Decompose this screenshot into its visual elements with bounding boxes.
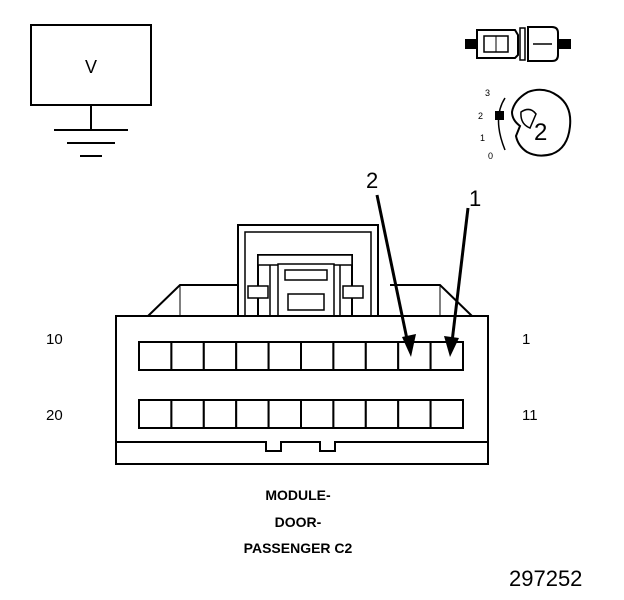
connector-cavity-5 bbox=[300, 341, 335, 371]
callout-label-1: 1 bbox=[469, 186, 481, 211]
connector-cavity-4 bbox=[332, 341, 367, 371]
connector-cavity-10 bbox=[138, 341, 173, 371]
callout-label-2: 2 bbox=[366, 168, 378, 193]
test-probe-icon bbox=[465, 26, 571, 62]
switch-scale-2: 2 bbox=[478, 111, 483, 121]
connector-cavities bbox=[138, 341, 465, 429]
switch-position-label: 2 bbox=[534, 119, 547, 146]
pin-label-10: 10 bbox=[46, 331, 63, 348]
connector-cavity-16 bbox=[267, 399, 303, 429]
voltmeter-label: V bbox=[85, 57, 97, 77]
connector-cavity-12 bbox=[397, 399, 432, 429]
connector-cavity-20 bbox=[138, 399, 173, 429]
connector-cavity-7 bbox=[235, 341, 270, 371]
connector-body bbox=[115, 315, 489, 465]
connector-cavity-13 bbox=[364, 399, 400, 429]
connector-cavity-14 bbox=[332, 399, 367, 429]
connector-name-line-1: MODULE- bbox=[265, 487, 331, 503]
connector-name-line-2: DOOR- bbox=[275, 514, 322, 530]
pin-label-1: 1 bbox=[522, 331, 530, 348]
voltmeter: V bbox=[30, 24, 152, 157]
figure-id: 297252 bbox=[509, 566, 582, 591]
connector-c2 bbox=[115, 224, 489, 465]
connector-cavity-3 bbox=[364, 341, 400, 371]
connector-name-line-3: PASSENGER C2 bbox=[244, 540, 353, 556]
connector-cavity-6 bbox=[267, 341, 303, 371]
ground-icon bbox=[54, 129, 128, 157]
callout-arrows: 2 1 bbox=[366, 168, 481, 357]
pin-label-11: 11 bbox=[522, 407, 538, 424]
connector-cavity-2 bbox=[397, 341, 432, 371]
selector-switch-icon: 3 2 1 0 2 bbox=[478, 88, 572, 161]
switch-scale-1: 1 bbox=[480, 133, 485, 143]
pin-label-20: 20 bbox=[46, 407, 63, 424]
connector-cavity-15 bbox=[300, 399, 335, 429]
connector-cavity-18 bbox=[202, 399, 238, 429]
switch-scale-0: 0 bbox=[488, 151, 493, 161]
connector-cavity-19 bbox=[170, 399, 205, 429]
connector-cavity-17 bbox=[235, 399, 270, 429]
switch-scale-3: 3 bbox=[485, 88, 490, 98]
connector-cavity-8 bbox=[202, 341, 238, 371]
voltmeter-box bbox=[30, 24, 152, 106]
connector-cavity-1 bbox=[429, 341, 465, 371]
connector-cavity-9 bbox=[170, 341, 205, 371]
connector-cavity-11 bbox=[429, 399, 465, 429]
